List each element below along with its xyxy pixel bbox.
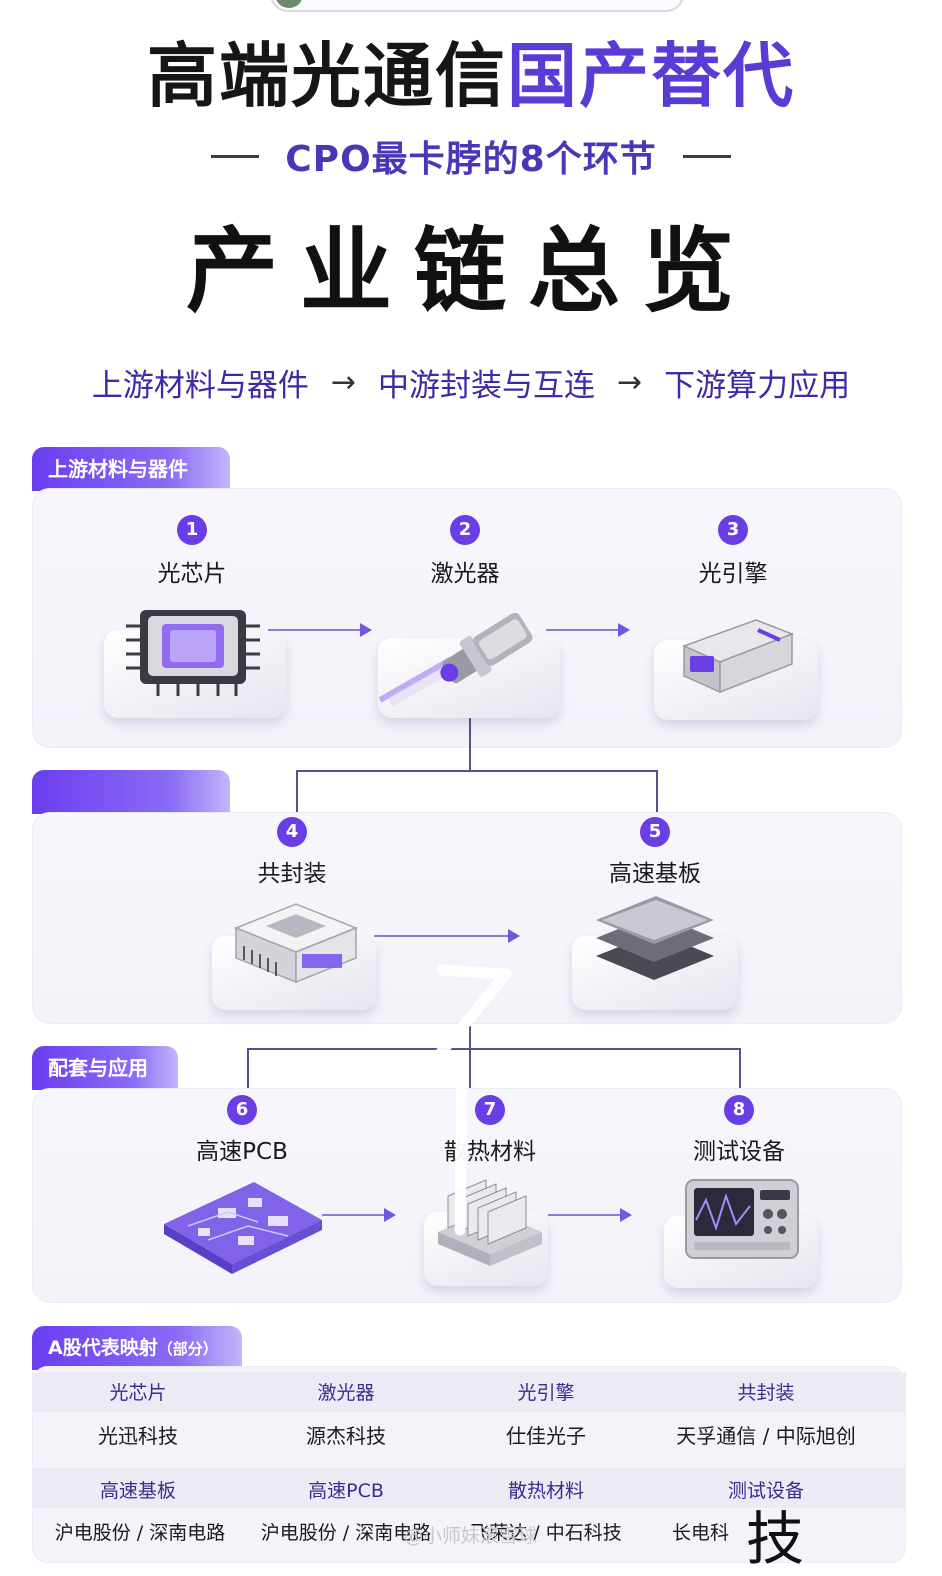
table-head-cell: 光芯片 xyxy=(109,1382,167,1404)
flow-line xyxy=(546,629,622,631)
step-number-8: 8 xyxy=(724,1095,754,1125)
table-cell: 光迅科技 xyxy=(98,1424,178,1448)
table-cell: 源杰科技 xyxy=(306,1424,386,1448)
step-label-test-equipment: 测试设备 xyxy=(693,1139,785,1165)
connector xyxy=(296,770,298,818)
subtitle-line-right xyxy=(682,154,731,158)
table-header-band xyxy=(32,1468,906,1508)
flow-line xyxy=(548,1214,624,1216)
support-tab: 配套与应用 xyxy=(32,1046,178,1090)
connector xyxy=(656,770,658,818)
watermark: @小师妹滚雪球 xyxy=(404,1525,538,1547)
title-purple: 国产替代 xyxy=(507,35,795,117)
step-number-1: 1 xyxy=(177,515,207,545)
step-number-7: 7 xyxy=(475,1095,505,1125)
connector xyxy=(247,1048,249,1092)
table-cell: 飞荣达 / 中石科技 xyxy=(470,1522,622,1544)
table-cell: 长电科 xyxy=(672,1522,730,1544)
optical-chip-icon xyxy=(126,610,260,696)
optical-engine-icon xyxy=(681,619,795,694)
avatar xyxy=(276,0,302,8)
arrow-right-icon xyxy=(620,1208,632,1222)
chain-flow: 上游材料与器件 → 中游封装与互连 → 下游算力应用 xyxy=(0,356,942,408)
step-number-3: 3 xyxy=(718,515,748,545)
table-head-cell: 散热材料 xyxy=(507,1480,584,1502)
title-black: 高端光通信 xyxy=(147,35,507,117)
table-cell: 仕佳光子 xyxy=(506,1424,586,1448)
upstream-tab: 上游材料与器件 xyxy=(32,447,230,491)
connector xyxy=(469,718,471,772)
table-header-band xyxy=(32,1372,906,1412)
top-badge xyxy=(270,0,684,12)
stock-table-title: A股代表映射 xyxy=(48,1337,158,1359)
laser-icon xyxy=(378,612,533,707)
pcb-icon xyxy=(164,1182,322,1274)
step-number-5: 5 xyxy=(640,817,670,847)
flow-arrow-icon: → xyxy=(617,364,643,400)
overview-heading: 产业链总览 xyxy=(185,218,756,325)
table-head-cell: 测试设备 xyxy=(727,1480,804,1502)
subtitle-row: CPO最卡脖的8个环节 xyxy=(0,128,942,184)
stock-table-tab: A股代表映射（部分） xyxy=(32,1326,242,1370)
midstream-tab xyxy=(32,770,230,814)
step-label-co-packaging: 共封装 xyxy=(257,861,327,887)
subtitle: CPO最卡脖的8个环节 xyxy=(285,139,657,180)
connector xyxy=(739,1048,741,1092)
step-label-pcb: 高速PCB xyxy=(196,1139,288,1165)
midstream-panel xyxy=(32,812,902,1024)
table-head-cell: 共封装 xyxy=(737,1382,795,1404)
table-head-cell: 光引擎 xyxy=(517,1382,575,1404)
arrow-right-icon xyxy=(508,929,520,943)
oscilloscope-icon xyxy=(685,1179,799,1259)
step-number-6: 6 xyxy=(227,1095,257,1125)
substrate-icon xyxy=(596,896,714,980)
co-packaging-icon xyxy=(233,903,359,984)
connector xyxy=(296,770,658,772)
table-head-cell: 高速PCB xyxy=(308,1480,384,1502)
step-label-optical-engine: 光引擎 xyxy=(698,561,768,587)
flow-midstream: 中游封装与互连 xyxy=(378,367,595,404)
subtitle-line-left xyxy=(211,154,260,158)
page-title: 高端光通信国产替代 xyxy=(0,28,942,124)
step-number-4: 4 xyxy=(277,817,307,847)
flow-downstream: 下游算力应用 xyxy=(664,367,851,404)
flow-line xyxy=(374,935,512,937)
flow-line xyxy=(322,1214,388,1216)
table-cell: 沪电股份 / 深南电路 xyxy=(260,1522,432,1544)
table-cell: 天孚通信 / 中际旭创 xyxy=(676,1424,856,1448)
table-head-cell: 激光器 xyxy=(317,1382,375,1404)
step-number-2: 2 xyxy=(450,515,480,545)
flow-arrow-icon: → xyxy=(330,364,356,400)
flow-line xyxy=(268,629,364,631)
step-label-laser: 激光器 xyxy=(430,561,500,587)
connector xyxy=(469,1026,471,1092)
stock-table-note: （部分） xyxy=(157,1340,218,1358)
connector xyxy=(247,1048,741,1050)
arrow-right-icon xyxy=(384,1208,396,1222)
white-scribble-overlay xyxy=(414,964,512,1236)
overlay-char: 技 xyxy=(746,1505,805,1573)
table-head-cell: 高速基板 xyxy=(99,1480,176,1502)
flow-upstream: 上游材料与器件 xyxy=(91,367,309,404)
arrow-right-icon xyxy=(618,623,630,637)
step-label-optical-chip: 光芯片 xyxy=(157,561,227,587)
step-label-substrate: 高速基板 xyxy=(609,861,701,887)
arrow-right-icon xyxy=(360,623,372,637)
table-cell: 沪电股份 / 深南电路 xyxy=(54,1522,226,1544)
